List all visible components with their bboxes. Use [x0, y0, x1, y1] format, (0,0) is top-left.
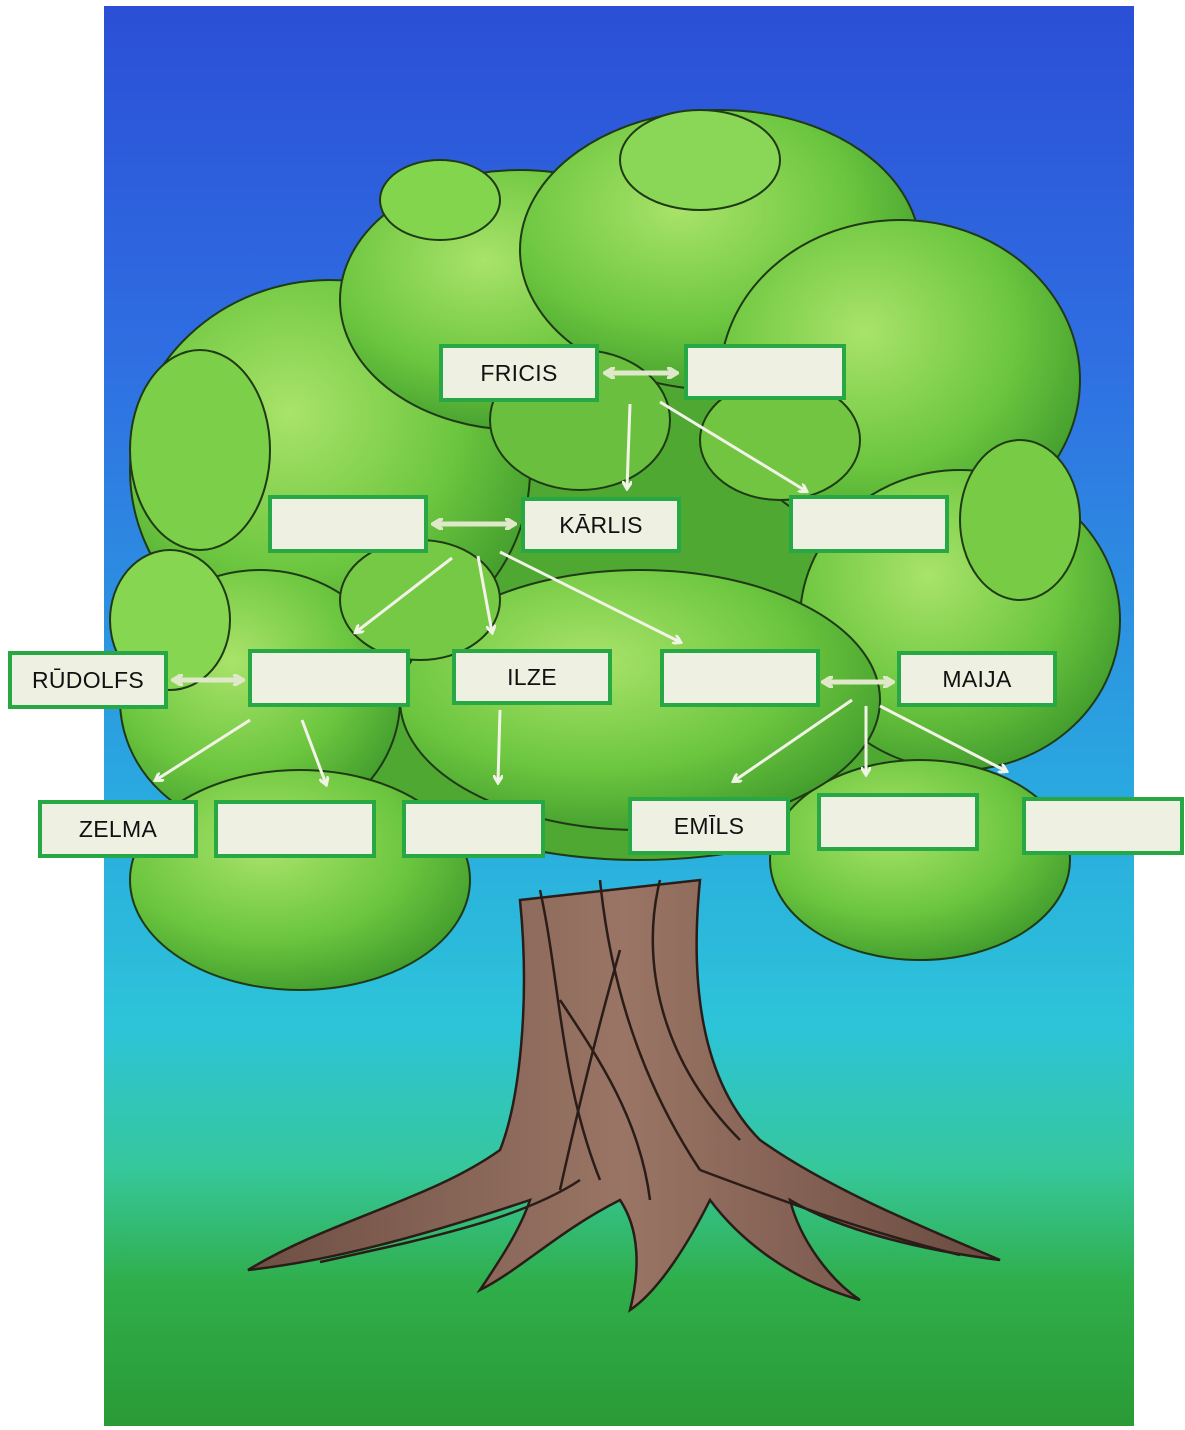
- name-box-blank[interactable]: [214, 800, 376, 858]
- name-box-rudolfs: RŪDOLFS: [8, 651, 168, 709]
- name-box-blank[interactable]: [789, 495, 949, 553]
- name-box-blank[interactable]: [268, 495, 428, 553]
- name-box-maija: MAIJA: [897, 651, 1057, 707]
- name-box-karlis: KĀRLIS: [521, 497, 681, 553]
- name-box-blank[interactable]: [684, 344, 846, 400]
- name-box-blank[interactable]: [817, 793, 979, 851]
- name-box-blank[interactable]: [1022, 797, 1184, 855]
- name-box-blank[interactable]: [248, 649, 410, 707]
- name-box-fricis: FRICIS: [439, 344, 599, 402]
- name-box-zelma: ZELMA: [38, 800, 198, 858]
- name-box-blank[interactable]: [402, 800, 545, 858]
- name-box-emils: EMĪLS: [628, 797, 790, 855]
- spouse-arrows: [174, 373, 892, 682]
- name-box-ilze: ILZE: [452, 649, 612, 705]
- child-arrows: [156, 400, 1006, 784]
- name-box-blank[interactable]: [660, 649, 820, 707]
